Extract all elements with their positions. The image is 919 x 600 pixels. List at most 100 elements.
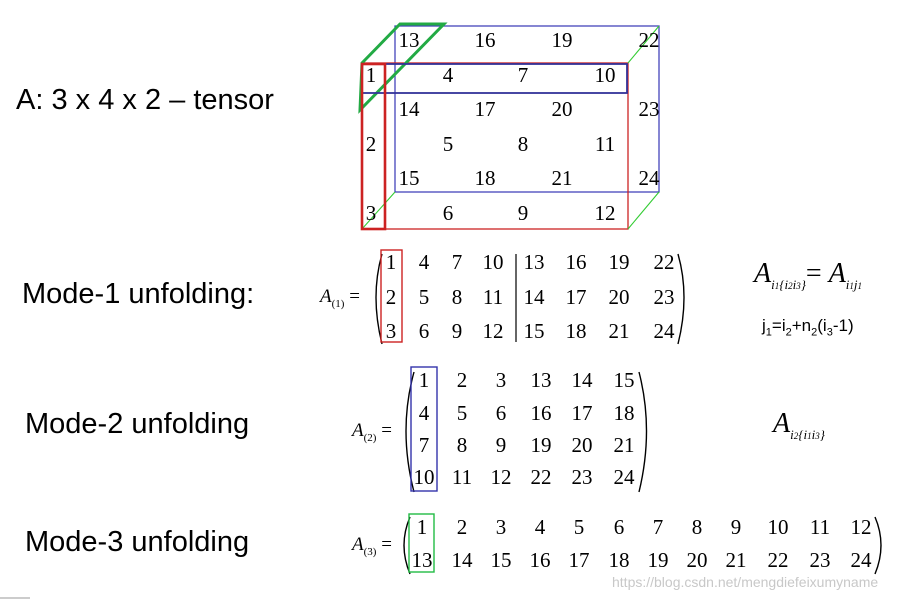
tensor-back-cell: 16 (474, 28, 496, 52)
m1-cell: 8 (451, 285, 463, 309)
m3-cell: 6 (613, 515, 625, 539)
j-rule: j1=i2+n2(i3-1) (762, 316, 854, 339)
m2-cell: 6 (495, 401, 507, 425)
m2-cell: 7 (418, 433, 430, 457)
m1-cell: 14 (523, 285, 545, 309)
m1-cell: 10 (482, 250, 504, 274)
m1-cell: 5 (418, 285, 430, 309)
m3-cell: 3 (495, 515, 507, 539)
m3-cell: 19 (647, 548, 669, 572)
m1-cell: 13 (523, 250, 545, 274)
m1-cell: 20 (608, 285, 630, 309)
tensor-front-cell: 9 (517, 201, 529, 225)
m3-cell: 15 (490, 548, 512, 572)
m1-right-paren (677, 253, 685, 345)
m3-cell: 14 (451, 548, 473, 572)
m2-cell: 3 (495, 368, 507, 392)
m2-cell: 17 (571, 401, 593, 425)
m1-cell: 1 (385, 250, 397, 274)
m3-cell: 22 (767, 548, 789, 572)
m2-cell: 15 (613, 368, 635, 392)
tensor-back-cell: 21 (551, 166, 573, 190)
mode3-label: Mode-3 unfolding (25, 526, 250, 558)
m1-cell: 24 (653, 319, 675, 343)
m2-cell: 2 (456, 368, 468, 392)
m2-cell: 19 (530, 433, 552, 457)
m2-cell: 12 (490, 465, 512, 489)
m3-cell: 20 (686, 548, 708, 572)
m3-cell: 7 (652, 515, 664, 539)
watermark: https://blog.csdn.net/mengdiefeixumyname (612, 574, 879, 590)
m3-name: A(3) = (352, 534, 392, 558)
m3-cell: 16 (529, 548, 551, 572)
tensor-edge-bl (361, 191, 396, 230)
m1-cell: 11 (482, 285, 504, 309)
m3-cell: 13 (411, 548, 433, 572)
m1-cell: 12 (482, 319, 504, 343)
tensor-back-cell: 18 (474, 166, 496, 190)
mode2-index-formula: Ai2{i1i3} (773, 408, 825, 442)
m3-cell: 1 (416, 515, 428, 539)
m1-cell: 15 (523, 319, 545, 343)
m3-cell: 11 (809, 515, 831, 539)
m2-cell: 23 (571, 465, 593, 489)
m1-cell: 18 (565, 319, 587, 343)
m2-cell: 18 (613, 401, 635, 425)
tensor-edge-tr (627, 25, 660, 64)
m2-cell: 9 (495, 433, 507, 457)
m2-cell: 13 (530, 368, 552, 392)
tensor-front-cell: 7 (517, 63, 529, 87)
m1-left-paren (375, 253, 383, 345)
m2-first-col-highlight (410, 366, 438, 492)
tensor-front-cell: 1 (365, 63, 377, 87)
tensor-front-cell: 10 (594, 63, 616, 87)
m3-cell: 21 (725, 548, 747, 572)
m3-cell: 23 (809, 548, 831, 572)
m2-cell: 4 (418, 401, 430, 425)
m1-cell: 16 (565, 250, 587, 274)
tensor-front-cell: 4 (442, 63, 454, 87)
m3-left-paren (403, 516, 411, 575)
tensor-front-cell: 11 (594, 132, 616, 156)
m3-cell: 2 (456, 515, 468, 539)
m1-cell: 6 (418, 319, 430, 343)
tensor-label: A: 3 x 4 x 2 – tensor (16, 84, 274, 116)
tensor-back-cell: 19 (551, 28, 573, 52)
tensor-front-cell: 5 (442, 132, 454, 156)
m1-cell: 2 (385, 285, 397, 309)
tensor-back-cell: 17 (474, 97, 496, 121)
tensor-back-face (394, 25, 660, 193)
m2-cell: 8 (456, 433, 468, 457)
m2-cell: 14 (571, 368, 593, 392)
m3-cell: 17 (568, 548, 590, 572)
m3-cell: 5 (573, 515, 585, 539)
m1-cell: 7 (451, 250, 463, 274)
m1-cell: 22 (653, 250, 675, 274)
m1-cell: 9 (451, 319, 463, 343)
m3-cell: 12 (850, 515, 872, 539)
m2-cell: 20 (571, 433, 593, 457)
m3-cell: 10 (767, 515, 789, 539)
m2-cell: 16 (530, 401, 552, 425)
m3-cell: 18 (608, 548, 630, 572)
m2-cell: 21 (613, 433, 635, 457)
m1-cell: 3 (385, 319, 397, 343)
tensor-front-face (361, 62, 629, 230)
m1-cell: 4 (418, 250, 430, 274)
mode1-label: Mode-1 unfolding: (22, 278, 255, 310)
tensor-back-cell: 14 (398, 97, 420, 121)
mode2-label: Mode-2 unfolding (25, 408, 250, 440)
m1-cell: 21 (608, 319, 630, 343)
m1-first-col-highlight (380, 249, 403, 343)
tensor-edge-br (627, 191, 660, 230)
tensor-front-cell: 2 (365, 132, 377, 156)
m1-name: A(1) = (320, 286, 360, 310)
m2-right-paren (638, 371, 648, 493)
tensor-front-cell: 3 (365, 201, 377, 225)
m2-cell: 11 (451, 465, 473, 489)
tensor-back-cell: 23 (638, 97, 660, 121)
m2-cell: 1 (418, 368, 430, 392)
tensor-back-cell: 24 (638, 166, 660, 190)
mode1-index-formula: Ai1{i2i3}= Ai1j1 (754, 258, 863, 292)
